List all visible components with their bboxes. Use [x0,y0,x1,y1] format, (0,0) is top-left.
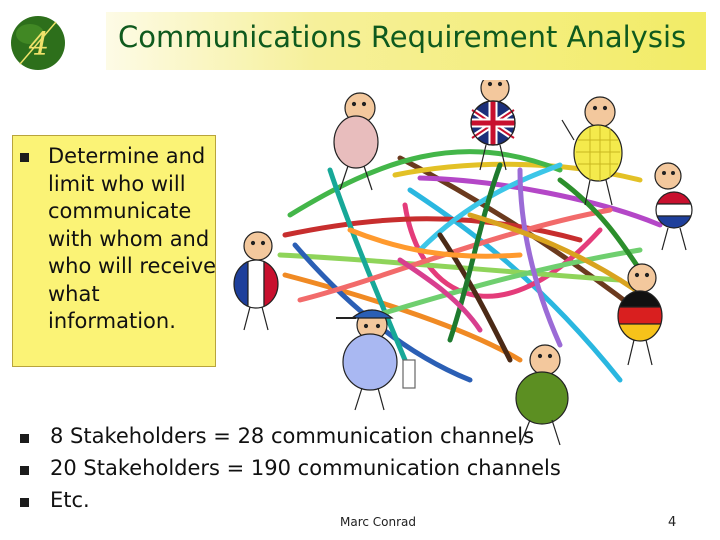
footer-author: Marc Conrad [340,515,417,529]
box-bullet-text: Determine and limit who will communicate… [48,144,217,333]
bullet-square-icon [20,153,29,162]
bullet-square-icon [20,498,29,507]
slide-number-badge: 4 [11,16,65,70]
bullet-text: 20 Stakeholders = 190 communication chan… [50,456,561,480]
bullet-square-icon [20,434,29,443]
stakeholder-figure-germany [617,263,663,366]
bullet-text: 8 Stakeholders = 28 communication channe… [50,424,535,448]
highlight-box [12,135,216,367]
communication-network-illustration [233,80,693,446]
stakeholder-figure [336,309,416,411]
stakeholder-figure-uk [470,80,516,171]
stakeholder-figure [333,92,379,191]
stakeholder-figure-netherlands [654,162,693,251]
badge-number: 4 [28,25,49,63]
page-number: 4 [668,515,677,530]
stakeholder-figure-france [233,231,279,331]
title-bar [106,12,706,70]
slide-title: Communications Requirement Analysis [118,20,687,54]
stakeholder-figure [515,344,569,446]
bullet-square-icon [20,466,29,475]
stakeholder-figure [561,96,623,206]
bullet-text: Etc. [50,488,90,512]
